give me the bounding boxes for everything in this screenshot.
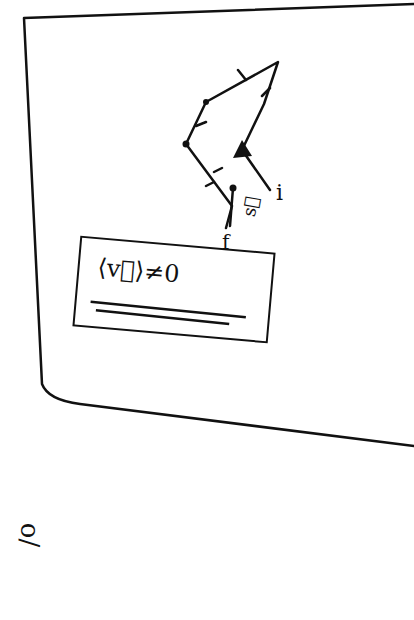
underline	[96, 310, 230, 324]
displacement-line	[230, 188, 233, 226]
path-ticks	[196, 70, 270, 186]
formula-box: ⟨v⃗⟩≠0	[72, 236, 275, 344]
arrow-head	[233, 140, 252, 158]
point-label: f	[222, 230, 229, 254]
path-vertex	[183, 141, 190, 148]
path-vertex	[203, 99, 209, 105]
point-label: s⃗	[238, 195, 262, 218]
point-label: i	[276, 180, 283, 205]
path-vertex	[230, 185, 237, 192]
formula-text: ⟨v⃗⟩≠0	[77, 238, 200, 308]
underline-marks	[72, 236, 275, 344]
particle-path	[186, 62, 278, 228]
margin-note: o/	[15, 523, 45, 547]
frame-outline	[24, 4, 414, 446]
underline	[90, 302, 246, 318]
